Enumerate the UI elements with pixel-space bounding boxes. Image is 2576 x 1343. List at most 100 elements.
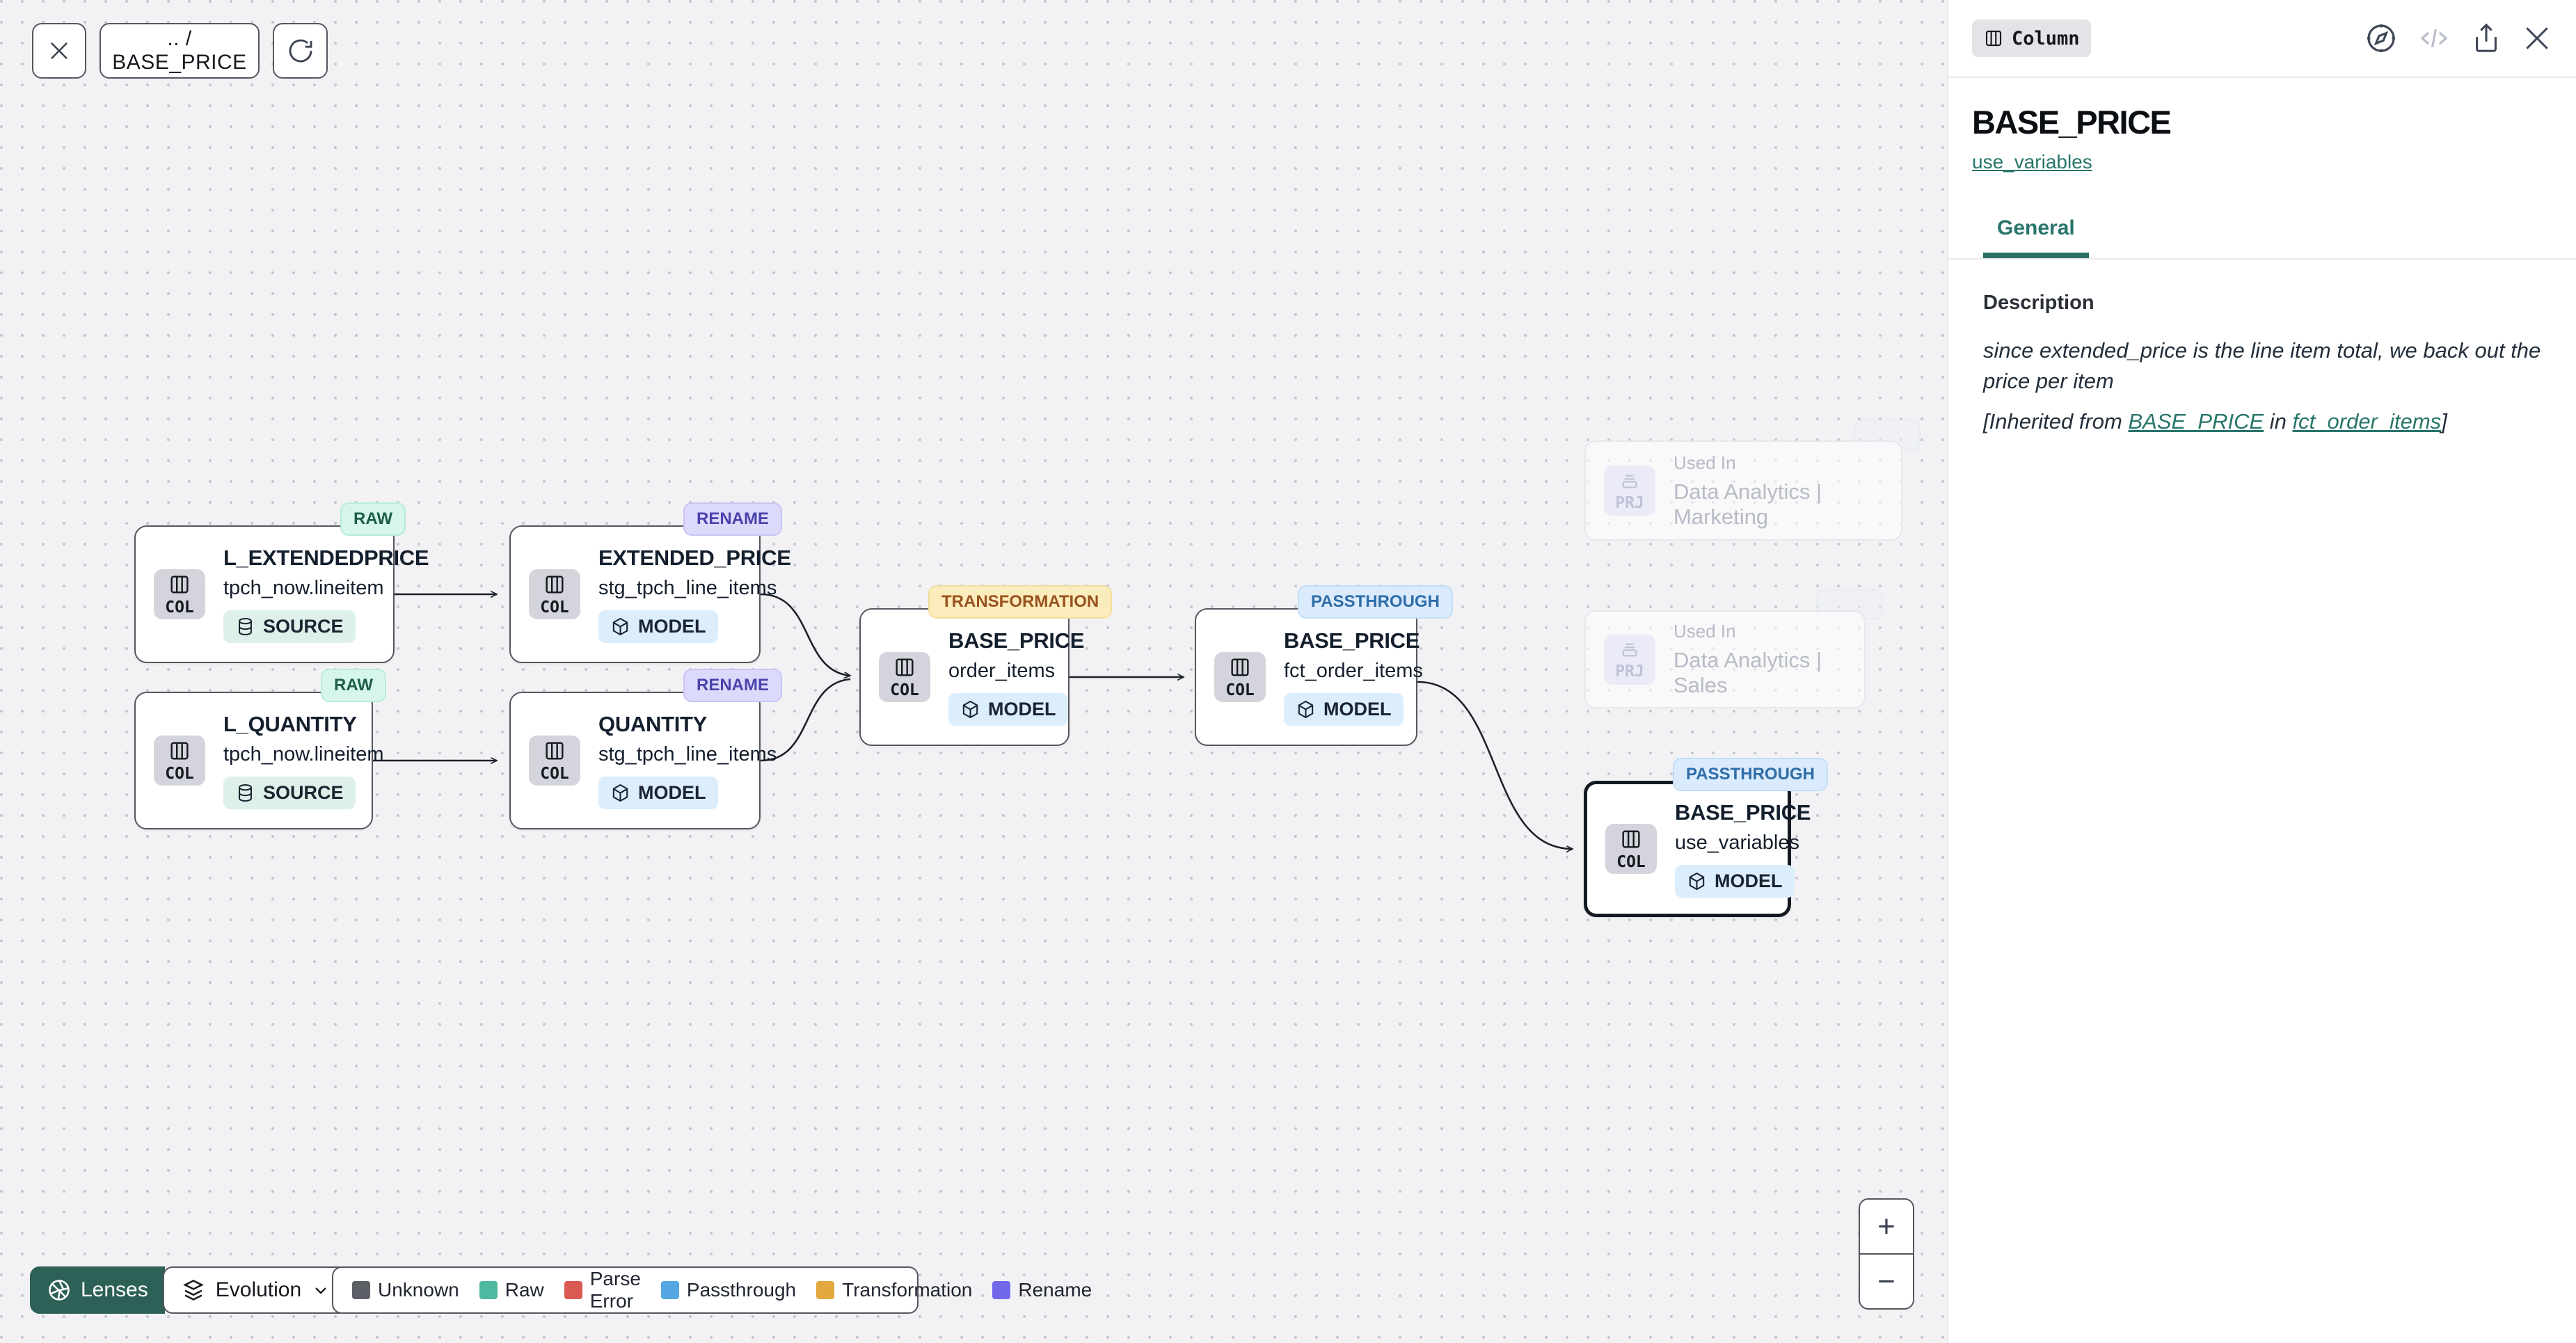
description-text: since extended_price is the line item to…: [1983, 338, 2541, 394]
cube-icon: [1296, 699, 1316, 720]
columns-icon: [1228, 655, 1252, 679]
node-title: BASE_PRICE: [1284, 628, 1420, 653]
database-icon: [235, 617, 255, 637]
aperture-icon: [47, 1278, 72, 1303]
legend-item: Rename: [992, 1279, 1092, 1301]
columns-icon: [168, 739, 191, 763]
node-badge: RENAME: [683, 669, 783, 702]
project-stack-icon: [1619, 638, 1641, 660]
tab-general[interactable]: General: [1983, 216, 2089, 258]
entity-type-badge: Column: [1972, 19, 2091, 57]
panel-title: BASE_PRICE: [1972, 104, 2172, 141]
column-chip: COL: [529, 569, 580, 619]
lens-legend: Unknown Raw Parse Error Passthrough Tran…: [332, 1266, 1092, 1314]
cube-icon: [1687, 871, 1707, 891]
lineage-node-l-extendedprice[interactable]: COL L_EXTENDEDPRICE tpch_now.lineitem SO…: [134, 525, 429, 663]
columns-icon: [543, 739, 566, 763]
legend-swatch: [660, 1281, 679, 1299]
legend-swatch: [479, 1281, 498, 1299]
column-chip: COL: [1605, 824, 1657, 874]
lineage-node-base-price-use-variables[interactable]: COL BASE_PRICE use_variables MODEL: [1584, 781, 1811, 917]
lineage-node-l-quantity[interactable]: COL L_QUANTITY tpch_now.lineitem SOURCE: [134, 692, 384, 829]
lenses-button[interactable]: Lenses: [30, 1266, 165, 1314]
project-chip: PRJ: [1604, 634, 1655, 685]
legend-item: Parse Error: [564, 1268, 641, 1312]
node-badge: RAW: [321, 669, 386, 702]
used-in-card-marketing[interactable]: PRJ Used In Data Analytics | Marketing: [1584, 440, 1902, 541]
model-pill: MODEL: [1675, 865, 1795, 898]
node-subtitle: tpch_now.lineitem: [223, 743, 384, 765]
lenses-control: Lenses Evolution: [30, 1266, 349, 1314]
node-badge: RENAME: [683, 502, 783, 536]
model-link[interactable]: use_variables: [1972, 151, 2092, 173]
model-pill: MODEL: [598, 777, 718, 809]
description-label: Description: [1983, 292, 2094, 314]
details-panel-body: BASE_PRICE use_variables General Descrip…: [1948, 103, 2576, 434]
legend-swatch: [564, 1281, 582, 1299]
project-stack-icon: [1619, 470, 1641, 492]
zoom-in-button[interactable]: +: [1860, 1200, 1913, 1255]
details-panel-header: Column: [1948, 0, 2576, 78]
code-icon: [2417, 22, 2451, 55]
node-title: L_EXTENDEDPRICE: [223, 546, 429, 570]
column-chip: COL: [1214, 652, 1266, 702]
legend-swatch: [352, 1281, 370, 1299]
legend-item: Passthrough: [660, 1279, 796, 1301]
node-subtitle: use_variables: [1675, 832, 1799, 854]
node-badge: PASSTHROUGH: [1673, 758, 1828, 791]
cube-icon: [610, 783, 630, 803]
refresh-button[interactable]: [273, 23, 328, 79]
columns-icon: [1983, 28, 2004, 49]
canvas-zoom-control: + −: [1859, 1198, 1914, 1310]
lineage-node-base-price-fct-order-items[interactable]: COL BASE_PRICE fct_order_items MODEL: [1195, 608, 1423, 746]
lineage-node-quantity[interactable]: COL QUANTITY stg_tpch_line_items MODEL: [509, 692, 777, 829]
used-in-card-sales[interactable]: PRJ Used In Data Analytics | Sales: [1584, 610, 1866, 708]
legend-swatch: [992, 1281, 1011, 1299]
model-pill: MODEL: [948, 693, 1068, 726]
lens-mode-dropdown[interactable]: Evolution: [162, 1266, 349, 1314]
columns-icon: [543, 573, 566, 596]
lineage-node-base-price-order-items[interactable]: COL BASE_PRICE order_items MODEL: [859, 608, 1084, 746]
inherited-from-note: [Inherited from BASE_PRICE in fct_order_…: [1983, 409, 2447, 434]
inherited-model-link[interactable]: fct_order_items: [2292, 409, 2442, 434]
node-title: BASE_PRICE: [948, 628, 1085, 653]
column-chip: COL: [154, 569, 205, 619]
model-pill: MODEL: [1284, 693, 1404, 726]
share-icon[interactable]: [2470, 22, 2502, 54]
model-pill: MODEL: [598, 610, 718, 643]
used-in-name: Data Analytics | Sales: [1673, 648, 1822, 697]
node-title: EXTENDED_PRICE: [598, 546, 791, 570]
source-pill: SOURCE: [223, 777, 356, 809]
close-icon: [46, 38, 72, 64]
node-subtitle: stg_tpch_line_items: [598, 743, 777, 765]
node-title: QUANTITY: [598, 712, 708, 736]
details-panel: Column BASE_PRICE use_variables General …: [1947, 0, 2576, 1343]
layers-icon: [181, 1278, 206, 1303]
node-subtitle: tpch_now.lineitem: [223, 577, 384, 599]
breadcrumb[interactable]: .. / BASE_PRICE: [100, 23, 260, 79]
description-section: Description since extended_price is the …: [1983, 292, 2552, 434]
cube-icon: [960, 699, 980, 720]
lenses-label: Lenses: [81, 1278, 148, 1301]
panel-actions: [2364, 22, 2552, 55]
node-subtitle: fct_order_items: [1284, 660, 1423, 682]
zoom-out-button[interactable]: −: [1860, 1255, 1913, 1308]
node-badge: TRANSFORMATION: [928, 585, 1113, 619]
lens-mode-label: Evolution: [215, 1278, 302, 1301]
node-subtitle: order_items: [948, 660, 1056, 682]
lineage-node-extended-price[interactable]: COL EXTENDED_PRICE stg_tpch_line_items M…: [509, 525, 791, 663]
used-in-label: Used In: [1673, 621, 1736, 642]
legend-item: Transformation: [816, 1279, 972, 1301]
refresh-icon: [287, 37, 315, 65]
close-panel-icon[interactable]: [2522, 23, 2552, 54]
cube-icon: [610, 617, 630, 637]
compass-icon[interactable]: [2364, 22, 2398, 55]
used-in-name: Data Analytics | Marketing: [1673, 479, 1822, 529]
node-subtitle: stg_tpch_line_items: [598, 577, 777, 599]
inherited-column-link[interactable]: BASE_PRICE: [2128, 409, 2264, 434]
lineage-canvas[interactable]: .. / BASE_PRICE RAW RENAME RAW RENAME TR…: [0, 0, 1947, 1343]
column-chip: COL: [154, 736, 205, 786]
project-chip: PRJ: [1604, 466, 1655, 516]
close-lineage-button[interactable]: [32, 23, 86, 79]
legend-item: Unknown: [352, 1279, 459, 1301]
